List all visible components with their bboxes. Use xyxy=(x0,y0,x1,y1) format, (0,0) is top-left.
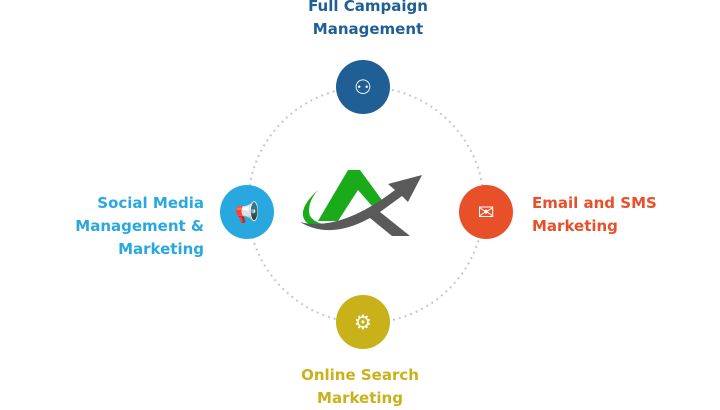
center-logo xyxy=(300,170,422,236)
search-user-icon: ⚙ xyxy=(354,310,372,334)
social-media-node[interactable]: 📢 xyxy=(220,185,274,239)
email-sms-node[interactable]: ✉ xyxy=(459,185,513,239)
megaphone-social-icon: 📢 xyxy=(234,200,260,224)
org-chart-icon: ⚇ xyxy=(354,75,372,99)
online-search-node[interactable]: ⚙ xyxy=(336,295,390,349)
envelope-megaphone-icon: ✉ xyxy=(477,200,495,224)
full-campaign-node[interactable]: ⚇ xyxy=(336,60,390,114)
